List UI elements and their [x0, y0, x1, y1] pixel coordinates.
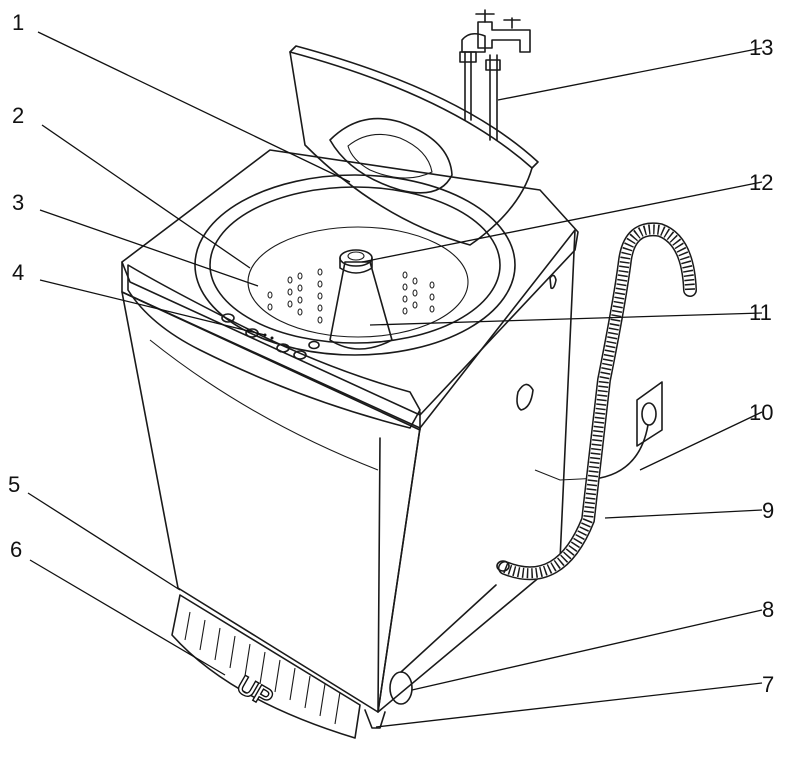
callout-1: 1 — [12, 10, 24, 35]
callout-numbers: 1 2 3 4 5 6 7 8 9 10 11 12 13 — [8, 10, 774, 697]
callout-8: 8 — [762, 597, 774, 622]
leader-10 — [639, 411, 763, 471]
leader-7 — [375, 682, 763, 728]
callout-2: 2 — [12, 103, 24, 128]
power-outlet — [599, 381, 663, 479]
drain-cover — [389, 584, 497, 705]
wash-tub — [194, 174, 516, 356]
callout-9: 9 — [762, 498, 774, 523]
callout-3: 3 — [12, 190, 24, 215]
leader-2 — [41, 124, 251, 269]
callout-6: 6 — [10, 537, 22, 562]
leader-11 — [369, 312, 763, 326]
leader-8 — [411, 609, 763, 691]
agitator — [329, 249, 393, 350]
callout-10: 10 — [749, 400, 773, 425]
knob-1 — [221, 313, 235, 323]
callout-13: 13 — [749, 35, 773, 60]
machine-cabinet — [121, 149, 601, 713]
leader-5 — [27, 492, 181, 591]
leader-12 — [361, 181, 763, 263]
base-stand: UP — [171, 594, 386, 739]
lid — [289, 45, 539, 246]
leader-4 — [39, 279, 266, 336]
leader-13 — [497, 47, 763, 101]
leader-lines — [27, 31, 763, 728]
callout-11: 11 — [749, 300, 772, 325]
drum-holes — [267, 268, 435, 324]
leader-3 — [39, 209, 259, 287]
knob-5 — [308, 340, 320, 350]
knob-3 — [276, 343, 290, 353]
leader-9 — [604, 509, 763, 519]
control-panel — [127, 264, 421, 429]
drain-hose — [496, 222, 697, 581]
callout-5: 5 — [8, 472, 20, 497]
callout-12: 12 — [749, 170, 773, 195]
knob-4 — [293, 350, 307, 360]
callout-7: 7 — [762, 672, 774, 697]
water-taps — [459, 9, 531, 141]
callout-4: 4 — [12, 260, 24, 285]
leader-1 — [37, 31, 351, 183]
leader-6 — [29, 559, 226, 676]
